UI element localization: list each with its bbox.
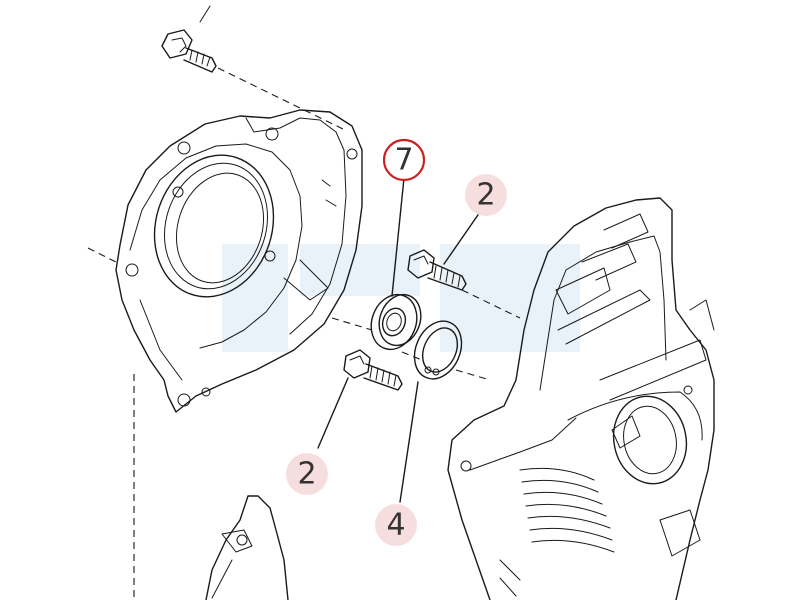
guide-lines: [87, 67, 521, 600]
callout-4-label: 4: [386, 508, 405, 543]
callout-7-label: 7: [394, 143, 413, 178]
bolt-top: [161, 5, 217, 73]
watermark: [222, 244, 580, 352]
leader-lines: [317, 177, 481, 503]
callout-4[interactable]: 4: [375, 504, 417, 546]
crankcase: [447, 197, 715, 600]
callout-2-lower[interactable]: 2: [286, 453, 328, 495]
oil-seal-part: [370, 293, 422, 351]
cover-housing: [115, 109, 363, 413]
callout-2-lower-label: 2: [297, 457, 316, 492]
bolt-middle: [343, 349, 403, 391]
callout-7[interactable]: 7: [382, 138, 426, 182]
callout-2-upper-label: 2: [476, 178, 495, 213]
callout-2-upper[interactable]: 2: [465, 174, 507, 216]
bolt-upper: [407, 249, 467, 291]
snap-ring-part: [413, 320, 463, 380]
bracket-partial: [205, 495, 289, 600]
